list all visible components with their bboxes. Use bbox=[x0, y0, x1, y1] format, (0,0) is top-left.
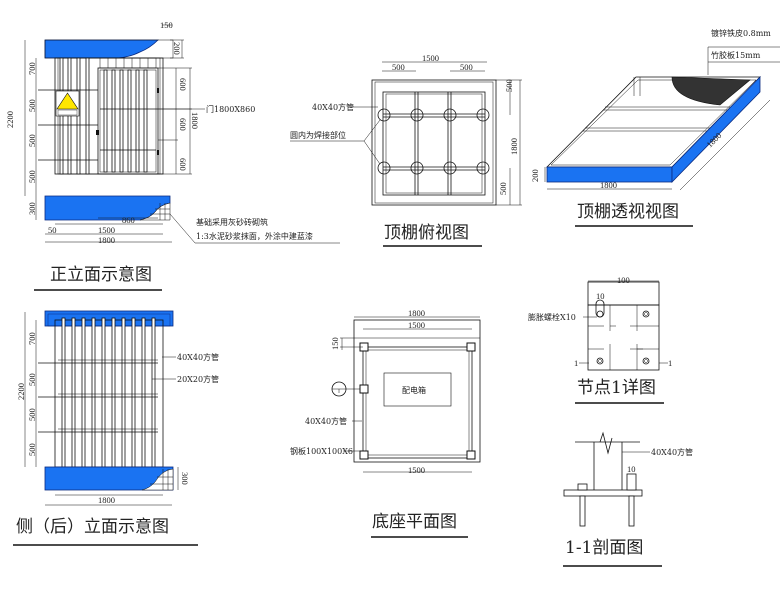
roof-top-view: 1500 500 500 500 1800 500 40X40方管 圆内为焊接部… bbox=[290, 53, 522, 247]
base-dim-inner-w: 1500 bbox=[408, 320, 425, 330]
base-plan: 配电箱 1800 1500 150 1500 40X40方管 钢板100X100… bbox=[290, 308, 481, 538]
front-dim-top-w: 150 bbox=[160, 20, 173, 30]
warning-sign bbox=[55, 90, 80, 117]
section-mark-left: 1 bbox=[574, 358, 578, 368]
base-dim-offset: 150 bbox=[330, 337, 340, 350]
top-tube-label: 40X40方管 bbox=[312, 102, 354, 112]
section-title: 1-1剖面图 bbox=[565, 538, 643, 558]
anchor-bolt-left bbox=[579, 495, 586, 527]
bolt-icon bbox=[596, 310, 604, 318]
front-dim-total-h: 2200 bbox=[5, 111, 15, 128]
persp-dim-height: 200 bbox=[530, 169, 540, 182]
side-dim-base-h: 300 bbox=[180, 472, 190, 485]
base-note-1: 基础采用灰砂砖砌筑 bbox=[196, 217, 268, 227]
side-dim-total-h: 2200 bbox=[16, 383, 26, 400]
front-dim-top-h: 200 bbox=[172, 42, 182, 55]
front-dim-base-h: 300 bbox=[27, 202, 37, 215]
warning-icon bbox=[56, 92, 79, 110]
front-dim-h4: 500 bbox=[27, 170, 37, 183]
perspective-side-edge bbox=[671, 76, 761, 183]
top-dim-side-top: 500 bbox=[504, 79, 514, 92]
front-dim-door-s2: 600 bbox=[178, 118, 188, 131]
section-tube-label: 40X40方管 bbox=[651, 447, 693, 457]
distribution-box-label: 配电箱 bbox=[402, 385, 426, 395]
node-detail: 100 10 膨胀螺栓X10 1 1 节点1详图 bbox=[528, 275, 672, 404]
front-dimensions bbox=[24, 24, 192, 243]
layer-bamboo: 竹胶板15mm bbox=[711, 50, 761, 60]
front-door-bars bbox=[96, 69, 192, 173]
distribution-box bbox=[383, 372, 452, 407]
perspective-title: 顶棚透视视图 bbox=[577, 202, 679, 222]
weld-label: 圆内为焊接部位 bbox=[290, 130, 346, 140]
front-dim-door-s1: 600 bbox=[178, 78, 188, 91]
section-1-1: 40X40方管 10 1-1剖面图 bbox=[563, 431, 693, 567]
side-base-brick bbox=[141, 468, 174, 491]
top-title: 顶棚俯视图 bbox=[384, 223, 469, 243]
top-dim-left: 500 bbox=[392, 62, 405, 72]
base-plate-section bbox=[563, 489, 643, 497]
node-dim-slot: 10 bbox=[596, 291, 605, 301]
weld-circles bbox=[377, 108, 490, 175]
anchor-bolt-right bbox=[628, 495, 635, 527]
node-dim-width: 100 bbox=[617, 275, 630, 285]
front-roof bbox=[44, 39, 159, 59]
front-dim-door-s3: 600 bbox=[178, 158, 188, 171]
front-dim-h2: 500 bbox=[27, 99, 37, 112]
side-dim-h1: 700 bbox=[27, 332, 37, 345]
side-dim-h2: 500 bbox=[27, 373, 37, 386]
node-title: 节点1详图 bbox=[577, 378, 656, 398]
base-tube-label: 40X40方管 bbox=[305, 416, 347, 426]
top-dim-total-w: 1500 bbox=[422, 53, 439, 63]
front-dim-inner-w: 1500 bbox=[98, 225, 115, 235]
front-dim-offset: 50 bbox=[48, 225, 57, 235]
front-base-brick bbox=[139, 202, 171, 221]
top-dim-right: 500 bbox=[460, 62, 473, 72]
side-dim-total-w: 1800 bbox=[98, 495, 115, 505]
front-dim-total-w: 1800 bbox=[98, 235, 115, 245]
base-title: 底座平面图 bbox=[372, 512, 457, 532]
side-bars bbox=[38, 317, 158, 468]
top-dim-side-bottom: 500 bbox=[498, 182, 508, 195]
front-dim-h1: 700 bbox=[27, 62, 37, 75]
section-mark-right: 1 bbox=[668, 358, 672, 368]
side-title: 侧（后）立面示意图 bbox=[16, 517, 169, 537]
layer-galvanized: 镀锌铁皮0.8mm bbox=[711, 28, 771, 38]
section-dim: 10 bbox=[627, 464, 636, 474]
front-dim-door-w: 860 bbox=[122, 215, 135, 225]
roof-perspective: 镀锌铁皮0.8mm 竹胶板15mm 200 1800 1800 顶棚透视视图 bbox=[530, 28, 780, 227]
front-title: 正立面示意图 bbox=[50, 265, 152, 285]
base-dim-outer-w: 1800 bbox=[408, 308, 425, 318]
front-dim-door-h: 1800 bbox=[190, 112, 200, 129]
panel-cutaway bbox=[671, 76, 751, 106]
base-dim-bottom-w: 1500 bbox=[408, 465, 425, 475]
side-tube-40-label: 40X40方管 bbox=[177, 352, 219, 362]
top-dim-side-total: 1800 bbox=[509, 138, 519, 155]
side-tube-20-label: 20X20方管 bbox=[177, 374, 219, 384]
front-dim-h3: 500 bbox=[27, 134, 37, 147]
side-elevation: 2200 700 500 500 500 300 1800 40X40方管 20… bbox=[13, 310, 219, 546]
base-plates bbox=[359, 342, 476, 460]
door-label: 门1800X860 bbox=[206, 104, 255, 114]
side-dim-h4: 500 bbox=[27, 443, 37, 456]
persp-dim-width: 1800 bbox=[600, 180, 617, 190]
bolt-label: 膨胀螺栓X10 bbox=[528, 312, 576, 322]
base-note-2: 1:3水泥砂浆抹面，外涂中建蓝漆 bbox=[196, 231, 313, 241]
plate-label: 钢板100X100X6 bbox=[290, 446, 353, 456]
side-dim-h3: 500 bbox=[27, 408, 37, 421]
front-elevation: 2200 700 500 500 500 300 150 200 600 600… bbox=[5, 20, 340, 291]
